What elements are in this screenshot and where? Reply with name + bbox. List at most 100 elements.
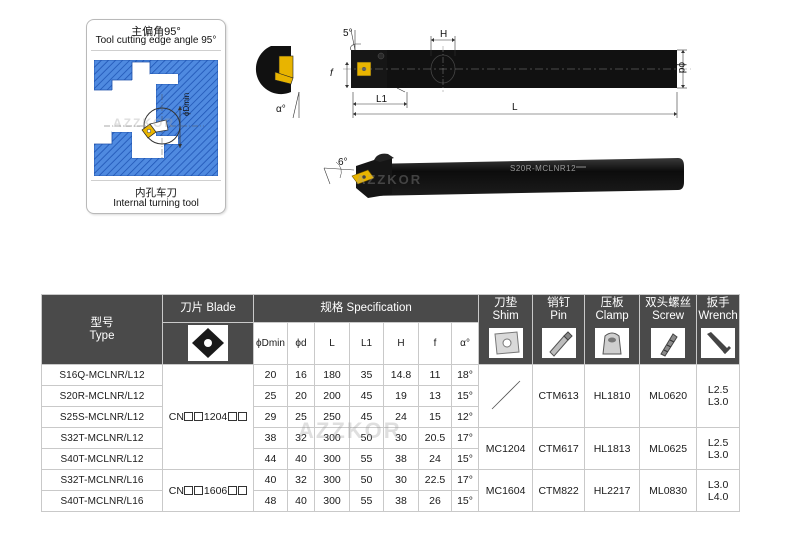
blade-code: 1204 — [203, 411, 228, 423]
cell-L1: 50 — [349, 427, 384, 449]
col-alpha: α° — [450, 322, 480, 365]
col-d: ϕd — [287, 322, 315, 365]
placeholder-box — [237, 412, 247, 421]
cell-screw-g1: ML0620 — [639, 364, 698, 428]
cell-L1: 45 — [349, 385, 384, 407]
cell-clamp-g3: HL2217 — [584, 469, 641, 512]
cell-L: 300 — [314, 427, 350, 449]
cell-dmin: 25 — [253, 385, 288, 407]
col-L: L — [314, 322, 350, 365]
header-shim: 刀垫 Shim — [478, 294, 534, 365]
cell-shim-g2: MC1204 — [478, 427, 534, 470]
cell-f: 11 — [418, 364, 452, 386]
card-footer-cn: 内孔车刀 — [135, 187, 177, 199]
dim-f-label: f — [330, 68, 333, 79]
header-clamp-en: Clamp — [595, 310, 629, 322]
cell-alpha: 17° — [450, 427, 480, 449]
cell-dmin: 48 — [253, 490, 288, 512]
cell-dmin: 20 — [253, 364, 288, 386]
cell-wrench-g2: L2.5 L3.0 — [696, 427, 741, 470]
col-L1: L1 — [349, 322, 384, 365]
wrench-size: L3.0 — [707, 448, 729, 461]
cell-d: 40 — [287, 490, 315, 512]
cell-L1: 50 — [349, 469, 384, 491]
placeholder-box — [184, 412, 194, 421]
header-screw-cn: 双头螺丝 — [645, 297, 692, 309]
specification-table: 型号 Type 刀片 Blade 规格 Specification 刀垫 Shi… — [41, 294, 741, 512]
cell-clamp-g1: HL1810 — [584, 364, 641, 428]
cell-f: 13 — [418, 385, 452, 407]
card-title-en: Tool cutting edge angle 95° — [95, 35, 217, 46]
cell-d: 16 — [287, 364, 315, 386]
cell-L: 300 — [314, 469, 350, 491]
wrench-size: L2.5 — [707, 384, 729, 396]
cell-H: 38 — [383, 448, 419, 470]
card-divider-bottom — [91, 180, 221, 181]
cell-H: 30 — [383, 469, 419, 491]
cell-dmin: 44 — [253, 448, 288, 470]
shim-icon — [488, 328, 523, 358]
cell-shim-none — [478, 364, 534, 428]
cell-L: 300 — [314, 448, 350, 470]
cell-model: S32T-MCLNR/L12 — [41, 427, 163, 449]
cell-wrench-g1: L2.5 L3.0 — [696, 364, 741, 428]
clamp-icon — [595, 328, 630, 358]
header-pin-en: Pin — [550, 310, 567, 322]
cell-L1: 55 — [349, 490, 384, 512]
header-screw-en: Screw — [652, 310, 685, 322]
card-title-cn: 主偏角95° — [131, 26, 181, 38]
cell-alpha: 15° — [450, 385, 480, 407]
cell-screw-g3: ML0830 — [639, 469, 698, 512]
cell-L: 200 — [314, 385, 350, 407]
blade-prefix: CN — [168, 484, 184, 497]
dim-d-label: ϕd — [676, 62, 687, 74]
cell-d: 25 — [287, 406, 315, 428]
dim-L-label: L — [512, 102, 518, 113]
cell-L1: 45 — [349, 406, 384, 428]
cell-H: 38 — [383, 490, 419, 512]
cell-model: S32T-MCLNR/L16 — [41, 469, 163, 491]
cell-pin-g2: CTM617 — [532, 427, 586, 470]
cell-H: 24 — [383, 406, 419, 428]
angle-5-bottom-label: 5° — [401, 80, 411, 91]
cell-alpha: 17° — [450, 469, 480, 491]
header-wrench-cn: 扳手 — [706, 297, 730, 309]
wrench-size: L3.0 — [707, 396, 729, 408]
tool-product-view — [323, 153, 684, 198]
cell-d: 32 — [287, 427, 315, 449]
header-shim-cn: 刀垫 — [494, 297, 518, 309]
header-type-cn: 型号 — [90, 316, 114, 329]
header-pin: 销钉 Pin — [532, 294, 586, 365]
card-footer-en: Internal turning tool — [113, 198, 199, 209]
header-type-en: Type — [89, 329, 115, 342]
header-type: 型号 Type — [41, 294, 163, 365]
header-shim-en: Shim — [492, 310, 519, 322]
cell-alpha: 15° — [450, 490, 480, 512]
alpha-angle-label: α° — [276, 104, 286, 115]
cell-H: 19 — [383, 385, 419, 407]
cell-L: 250 — [314, 406, 350, 428]
placeholder-box — [237, 485, 247, 495]
col-H: H — [383, 322, 419, 365]
cell-H: 30 — [383, 427, 419, 449]
placeholder-box — [227, 485, 237, 495]
cell-dmin: 40 — [253, 469, 288, 491]
screw-icon — [651, 328, 686, 358]
shank-marking: S20R-MCLNR12 — [510, 164, 577, 173]
header-blade: 刀片 Blade — [162, 294, 254, 323]
dmin-label: ϕDmin — [182, 92, 191, 116]
table-row: S32T-MCLNR/L12 38 32 300 50 30 20.5 17° … — [41, 427, 741, 470]
angle-6-label: 6° — [338, 157, 348, 168]
cell-H: 14.8 — [383, 364, 419, 386]
blade-image-cell — [162, 322, 254, 365]
cell-d: 20 — [287, 385, 315, 407]
col-f: f — [418, 322, 452, 365]
cell-model: S40T-MCLNR/L16 — [41, 490, 163, 512]
angle-5-top-label: 5° — [343, 28, 353, 39]
cell-dmin: 38 — [253, 427, 288, 449]
table-row: S20R-MCLNR/L12 25 20 200 45 19 13 15° — [41, 385, 740, 407]
cell-L: 300 — [314, 490, 350, 512]
cell-clamp-g2: HL1813 — [584, 427, 641, 470]
